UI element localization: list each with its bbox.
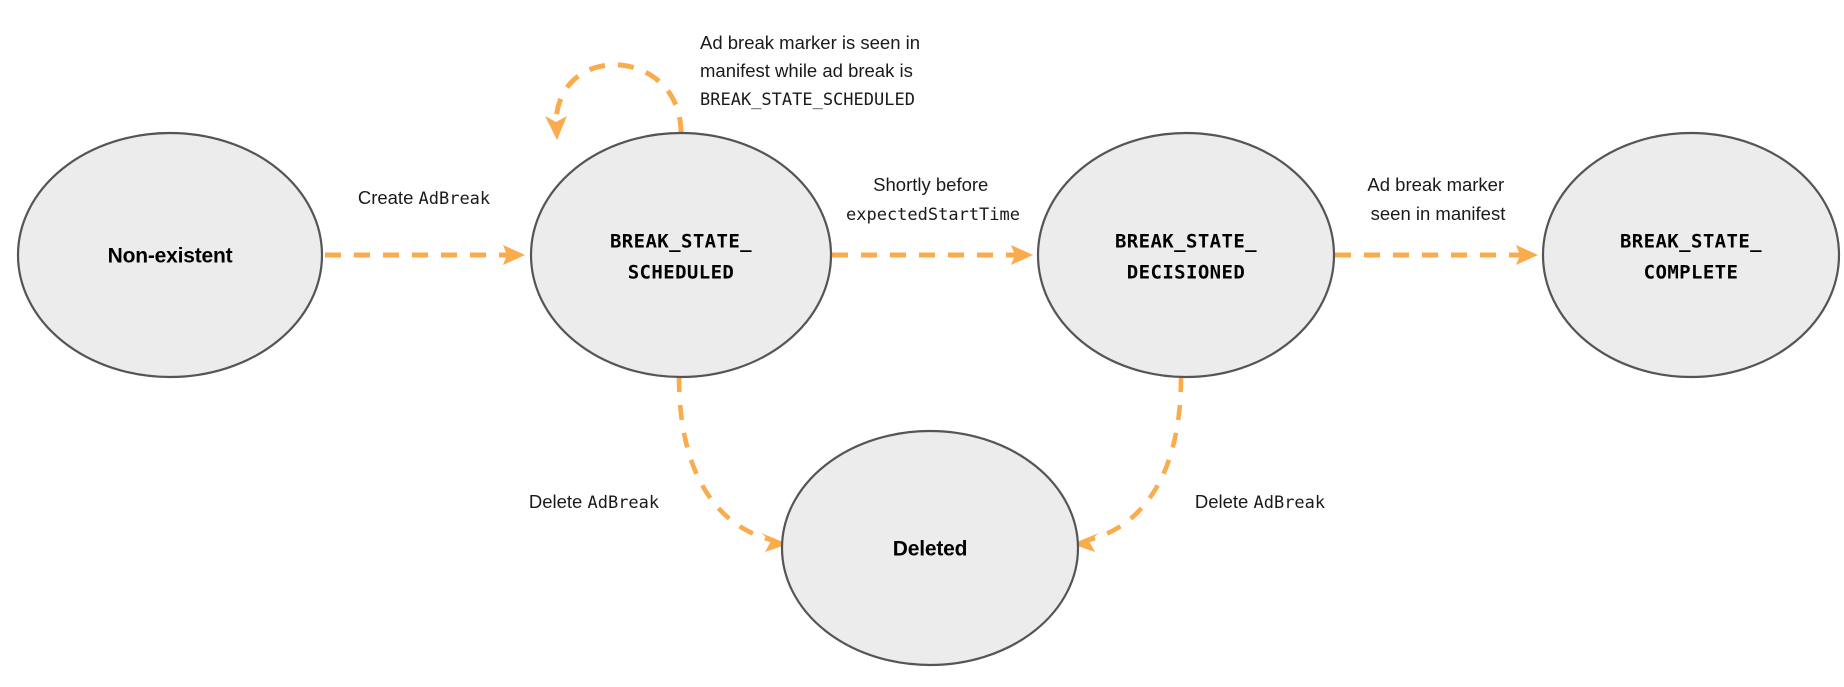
edge-label-delete-from-decisioned: Delete AdBreak	[1195, 491, 1325, 513]
edge-label-marker-line2: seen in manifest	[1371, 203, 1506, 224]
edge-label-part-sans: Create	[358, 187, 419, 208]
edge-label-create-adbreak: Create AdBreak	[358, 187, 490, 209]
node-break-state-decisioned[interactable]: BREAK_STATE_ DECISIONED	[1036, 131, 1336, 379]
edge-label-shortly-line1: Shortly before	[873, 174, 988, 195]
edge-create-adbreak	[325, 245, 525, 265]
edge-shortly-before	[832, 245, 1033, 265]
edge-label-shortly-before: Shortly before expectedStartTime	[846, 174, 1020, 225]
node-ellipse	[16, 131, 324, 379]
edge-label-marker-line1: Ad break marker	[1367, 174, 1504, 195]
edge-line	[676, 376, 776, 544]
node-label-scheduled-line2: SCHEDULED	[628, 262, 735, 284]
edge-delete-from-scheduled	[676, 376, 788, 552]
arrow-head-icon	[761, 533, 788, 552]
edge-label-part-mono: AdBreak	[1253, 493, 1325, 513]
node-deleted[interactable]: Deleted	[780, 429, 1080, 667]
edge-label-marker-seen: Ad break marker seen in manifest	[1367, 174, 1508, 224]
node-label-decisioned-line2: DECISIONED	[1127, 262, 1245, 284]
node-ellipse	[529, 131, 833, 379]
node-break-state-scheduled[interactable]: BREAK_STATE_ SCHEDULED	[529, 131, 833, 379]
node-label-non-existent: Non-existent	[108, 245, 233, 268]
node-label-decisioned-line1: BREAK_STATE_	[1115, 231, 1257, 253]
edge-label-shortly-line2: expectedStartTime	[846, 205, 1020, 225]
node-non-existent[interactable]: Non-existent	[16, 131, 324, 379]
arrow-head-icon	[1516, 245, 1538, 265]
edge-ad-break-marker-seen	[1335, 245, 1538, 265]
edge-label-part-sans: Delete	[529, 491, 588, 512]
node-label-deleted: Deleted	[893, 538, 967, 561]
edge-line	[1084, 376, 1184, 544]
node-label-scheduled-line1: BREAK_STATE_	[610, 231, 752, 253]
edge-label-self-loop-line1: Ad break marker is seen in	[700, 32, 920, 53]
edge-label-self-loop-line3: BREAK_STATE_SCHEDULED	[700, 90, 915, 110]
edge-scheduled-self-loop	[545, 62, 684, 140]
node-label-complete-line1: BREAK_STATE_	[1620, 231, 1762, 253]
edge-label-part-sans: Delete	[1195, 491, 1254, 512]
edge-label-self-loop-line2: manifest while ad break is	[700, 60, 913, 81]
node-ellipse	[1541, 131, 1841, 379]
edge-label-part-mono: AdBreak	[419, 189, 491, 209]
edge-label-self-loop: Ad break marker is seen in manifest whil…	[700, 32, 925, 110]
edge-delete-from-decisioned	[1072, 376, 1184, 552]
node-ellipse	[1036, 131, 1336, 379]
arrow-head-icon	[545, 116, 567, 140]
edge-label-part-mono: AdBreak	[587, 493, 659, 513]
edge-line	[553, 62, 684, 134]
arrow-head-icon	[503, 245, 525, 265]
node-label-complete-line2: COMPLETE	[1644, 262, 1739, 284]
node-ellipse	[780, 429, 1080, 667]
arrow-head-icon	[1072, 533, 1099, 552]
arrow-head-icon	[1011, 245, 1033, 265]
node-break-state-complete[interactable]: BREAK_STATE_ COMPLETE	[1541, 131, 1841, 379]
edge-label-delete-from-scheduled: Delete AdBreak	[529, 491, 659, 513]
